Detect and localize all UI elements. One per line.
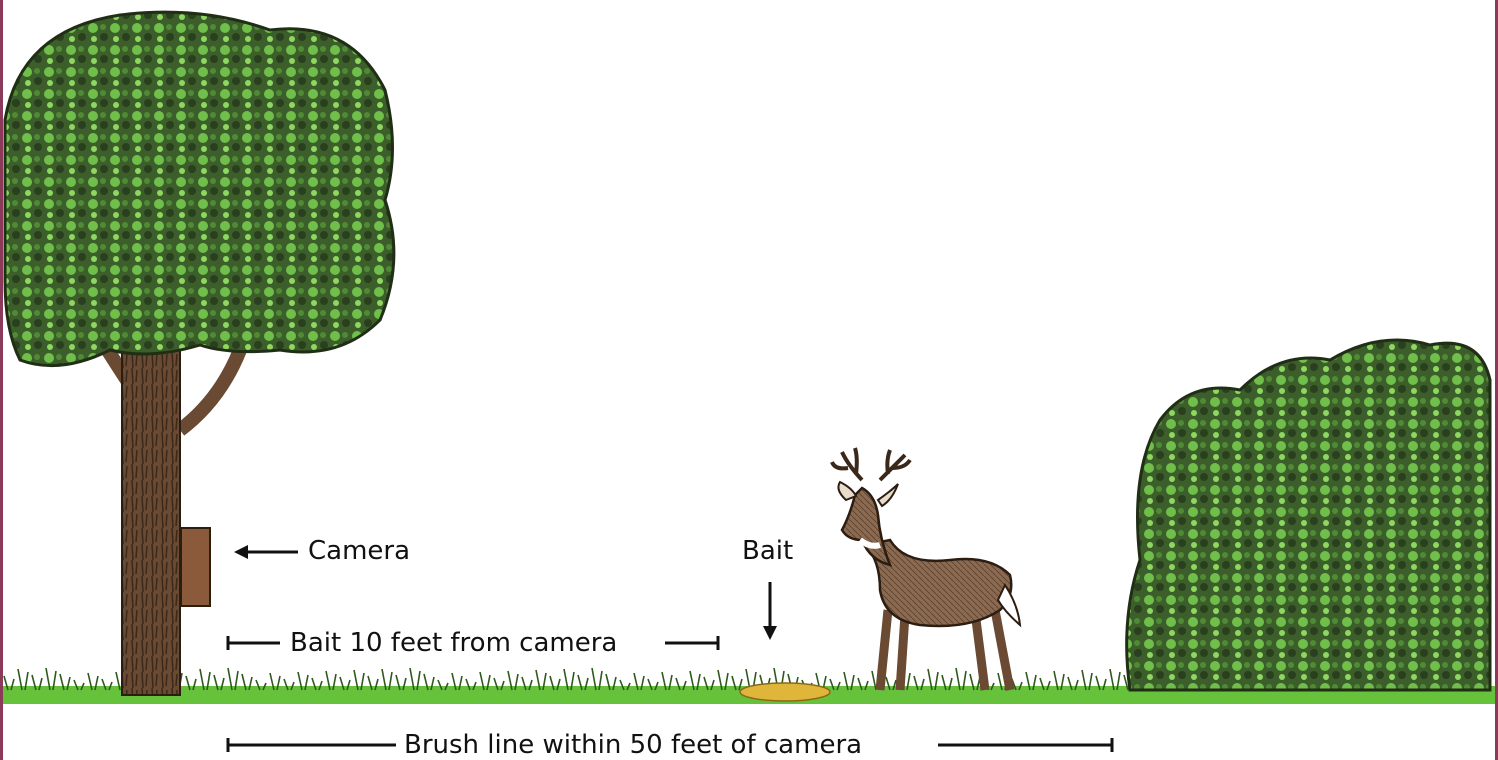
camera-label: Camera [308,536,410,566]
bait-distance-label: Bait 10 feet from camera [290,628,617,658]
brush-distance-label: Brush line within 50 feet of camera [404,730,862,760]
bush-icon [1127,340,1490,690]
camera-arrow [234,545,298,559]
camera-box-icon [181,528,210,606]
bait-arrow [763,582,777,640]
bait-pile-icon [740,683,830,701]
bait-label: Bait [742,536,793,566]
deer-icon [832,448,1020,690]
